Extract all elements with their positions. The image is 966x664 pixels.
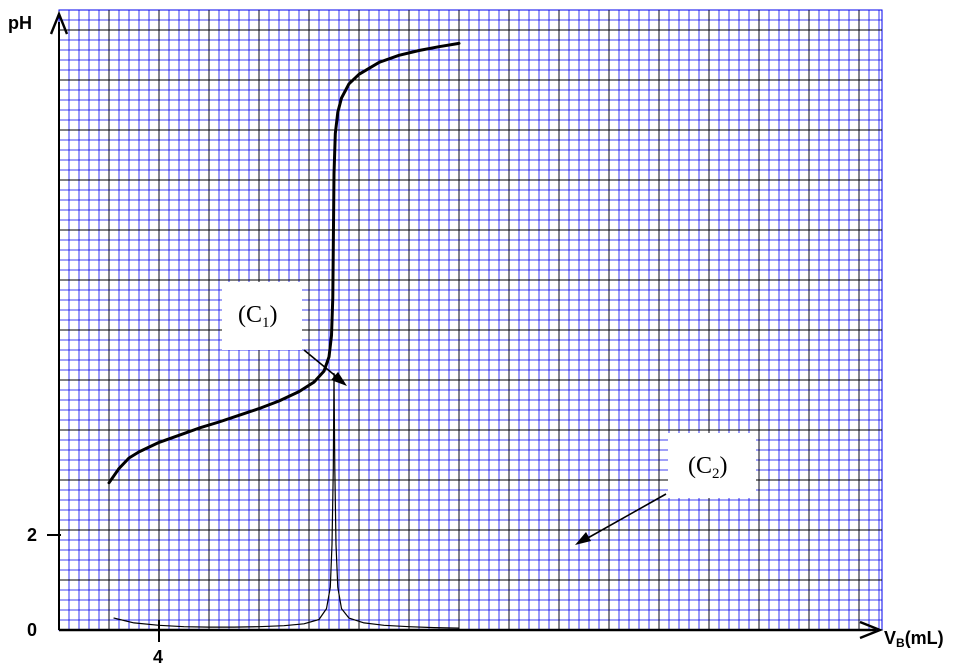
c1-label-sub: 1 (262, 315, 270, 331)
c1-label-end: ) (270, 302, 278, 328)
y-tick-label-1: 2 (27, 525, 37, 545)
c2-label-group: (C2) (575, 433, 756, 545)
y-tick-label-0: 0 (27, 620, 37, 640)
c1-label-box (222, 282, 302, 350)
x-axis-label: VB(mL) (884, 628, 944, 650)
ticks: 0 2 4 (27, 525, 163, 664)
axes (49, 10, 884, 640)
c1-label: (C1) (238, 302, 278, 331)
c1-label-base: (C (238, 302, 262, 328)
x-axis-label-base: V (884, 628, 896, 648)
c2-pointer-head (575, 532, 591, 545)
grid-major (59, 10, 882, 630)
x-tick-label-0: 4 (153, 647, 163, 664)
series-line-c2 (113, 372, 460, 629)
x-axis-label-unit: (mL) (905, 628, 944, 648)
series-line-c1 (107, 41, 461, 485)
c2-pointer (585, 493, 667, 540)
c1-pointer (303, 349, 339, 379)
c2-label-box (668, 433, 756, 498)
series (107, 41, 461, 629)
c2-label-end: ) (720, 453, 728, 479)
y-axis-arrow (49, 10, 69, 35)
c2-label-base: (C (688, 453, 712, 479)
x-axis-arrow (859, 620, 884, 640)
c1-label-group: (C1) (222, 282, 347, 386)
c1-pointer-head (331, 372, 347, 386)
x-axis-label-sub: B (896, 636, 905, 650)
y-axis-label: pH (8, 13, 32, 33)
c2-label-sub: 2 (712, 466, 720, 482)
c2-label: (C2) (688, 453, 728, 482)
